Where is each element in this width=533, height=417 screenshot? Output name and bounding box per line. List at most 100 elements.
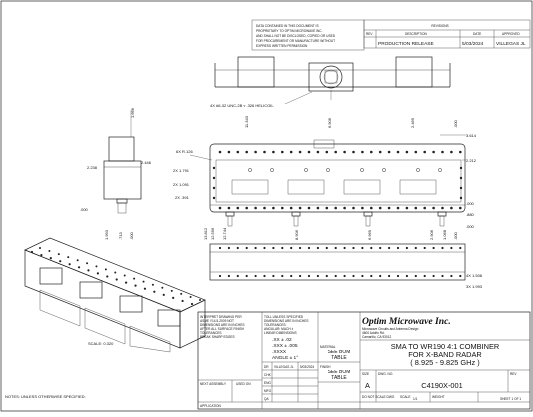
dim-12744: 12.744	[222, 227, 227, 240]
bolt-hole	[325, 246, 328, 250]
bolt-hole	[396, 150, 400, 154]
bolt-hole	[405, 206, 409, 210]
tolerance-head: TOLL UNLESS SPECIFIED	[264, 315, 304, 319]
dim-1068: 1.068	[442, 229, 447, 240]
mount-hole	[270, 168, 274, 172]
bolt-hole	[459, 186, 463, 190]
mount-hole	[416, 168, 420, 172]
used-on-label: USED ON	[236, 382, 251, 386]
top-view: 4X #6-32 UNC-2B ▿ .326 HELICOIL	[210, 56, 451, 108]
bolt-hole	[388, 274, 391, 278]
bolt-hole	[263, 274, 266, 278]
isometric-holes	[30, 247, 201, 306]
mount-hole	[326, 168, 330, 172]
bolt-hole	[181, 299, 184, 303]
bolt-hole	[459, 274, 462, 278]
bolt-hole	[450, 150, 453, 154]
bolt-hole	[180, 292, 183, 295]
bottom-view: 4X 1.508 3X 1.993	[209, 243, 483, 289]
company-line: 4600 Adolfo Rd.	[362, 331, 385, 335]
proprietary-notice: DATA CONTAINED IN THIS DOCUMENT IS PROPR…	[251, 19, 365, 51]
bolt-hole	[170, 289, 173, 292]
company-name: Optim Microwave Inc.	[362, 316, 451, 327]
company-line: Microwave Circuits and Antenna Design	[362, 327, 419, 331]
bolt-hole	[459, 176, 463, 180]
bolt-hole	[307, 246, 311, 250]
bolt-hole	[272, 246, 275, 250]
bolt-hole	[343, 150, 346, 154]
bolt-hole	[432, 274, 435, 278]
bolt-hole	[325, 150, 329, 154]
bolt-hole	[423, 246, 426, 250]
ref-1791: 2X 1.791	[173, 168, 190, 173]
bolt-hole	[459, 166, 463, 170]
bolt-hole	[245, 246, 248, 250]
bolt-hole	[96, 272, 99, 275]
bolt-hole	[432, 246, 435, 250]
dim-000-bot: .000	[453, 231, 458, 240]
bottom-view-holes	[218, 246, 462, 278]
bolt-hole	[86, 262, 89, 265]
bolt-hole	[190, 302, 194, 306]
bolt-hole	[263, 206, 266, 210]
bolt-hole	[387, 150, 391, 154]
size-label: SIZE	[362, 372, 369, 376]
bolt-hole	[352, 246, 355, 250]
mount-hole	[248, 168, 252, 172]
bolt-hole	[423, 274, 426, 278]
bolt-hole	[379, 246, 382, 250]
bolt-hole	[236, 206, 240, 210]
material-value: SEE BOM TABLE	[327, 350, 351, 361]
bolt-hole	[123, 274, 126, 277]
helicoil-callout: 4X #6-32 UNC-2B ▿ .326 HELICOIL	[210, 103, 274, 108]
bolt-hole	[361, 246, 364, 250]
revision-date: 5/03/2024	[462, 41, 484, 47]
bolt-hole	[68, 263, 71, 266]
dim-12556: 12.556	[210, 227, 215, 240]
bolt-hole	[414, 274, 417, 278]
bolt-hole	[289, 150, 293, 154]
bolt-hole	[316, 274, 319, 278]
notice-line: EXPRESS WRITTEN PERMISSION	[256, 44, 308, 48]
tolerance-head: TOLERANCES:	[264, 323, 287, 327]
bolt-hole	[218, 206, 222, 210]
bolt-hole	[334, 246, 337, 250]
dim-2906: 2.906	[429, 229, 434, 240]
bolt-hole	[316, 206, 320, 210]
bolt-hole	[245, 206, 248, 210]
bolt-hole	[423, 150, 427, 154]
revisions-col-approved: APPROVED	[502, 32, 520, 36]
bolt-hole	[161, 286, 164, 289]
bolt-hole	[254, 150, 257, 154]
bolt-hole	[298, 150, 302, 154]
bolt-hole	[76, 259, 79, 262]
tolerance-angle: ANGLE ± 1°	[272, 355, 298, 361]
bolt-hole	[125, 281, 128, 284]
dim-6906: 6.906	[327, 117, 332, 128]
notice-line: PROPRIETARY TO OPTIM MICROWAVE INC.	[256, 29, 323, 33]
tolerance-head: LINEAR DIMENSIONS	[264, 331, 297, 335]
bolt-hole	[370, 206, 373, 210]
interp-line: BREAK SHARP EDGES	[200, 335, 235, 339]
dim-1993: 1.993	[104, 229, 109, 240]
revisions-col-rev: REV	[366, 32, 373, 36]
bolt-hole	[299, 246, 302, 250]
size-value: A	[365, 381, 370, 390]
bolt-hole	[450, 206, 453, 210]
bolt-hole	[343, 246, 346, 250]
bolt-hole	[272, 150, 275, 154]
bolt-hole	[405, 246, 408, 250]
front-view-holes	[212, 150, 463, 210]
bolt-hole	[290, 246, 293, 250]
front-view: 6X R.126 2X 1.791 2X 1.091 2X .391 13.81…	[173, 115, 477, 240]
dim-2446: 2.446	[141, 160, 152, 165]
bolt-hole	[388, 246, 391, 250]
revision-approved: VILLEGAS JL	[496, 41, 526, 47]
bolt-hole	[307, 274, 311, 278]
dim-000-top: .000	[453, 119, 458, 128]
bolt-hole	[162, 293, 165, 296]
mount-hole	[304, 168, 308, 172]
bolt-hole	[316, 150, 320, 154]
